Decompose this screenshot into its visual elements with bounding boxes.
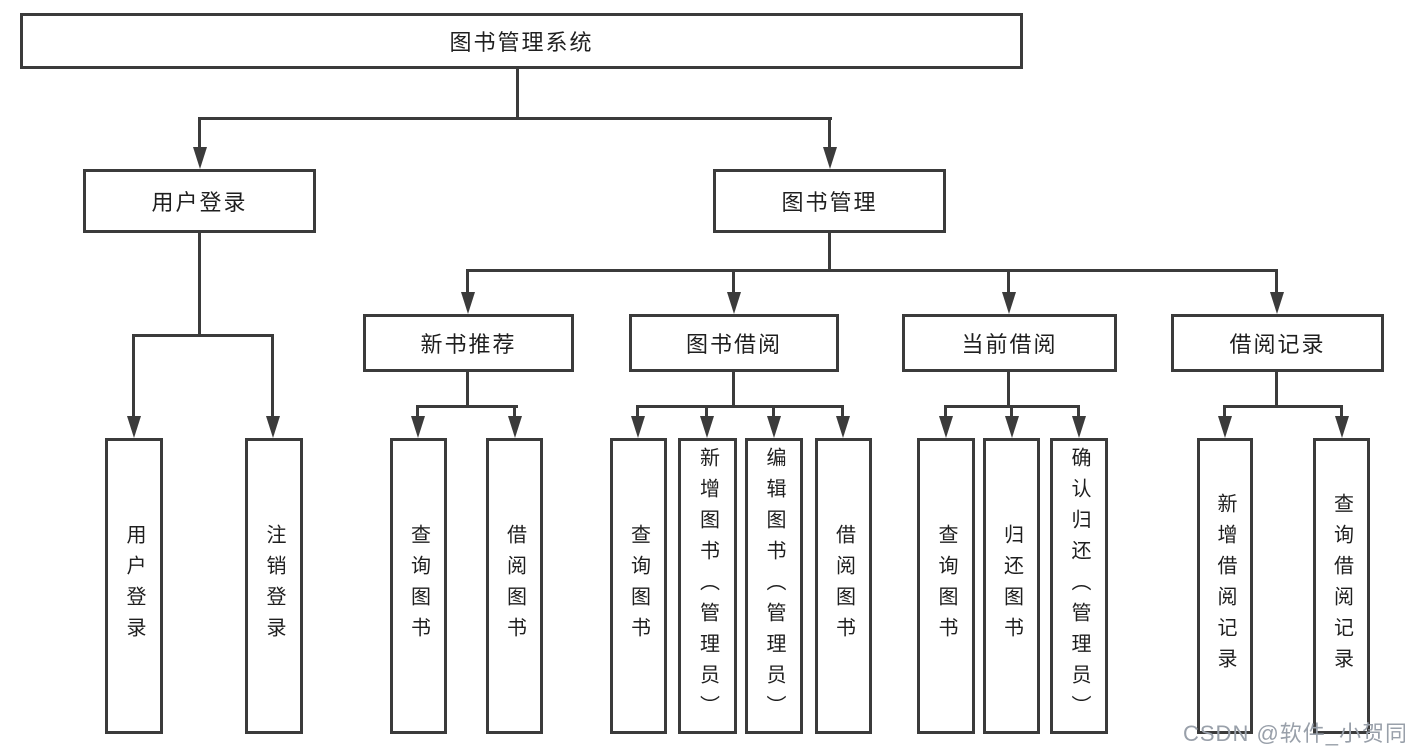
node-label: 用户登录 xyxy=(151,190,248,215)
arrow-down-icon xyxy=(127,416,141,438)
leaf-return-books: 归还图书 xyxy=(983,438,1040,734)
connector-hline xyxy=(466,269,1278,272)
node-library-management-system: 图书管理系统 xyxy=(20,13,1023,69)
connector-vline xyxy=(1340,405,1343,419)
connector-vline xyxy=(416,405,419,419)
arrow-down-icon xyxy=(1218,416,1232,438)
arrow-down-icon xyxy=(1005,416,1019,438)
connector-vline xyxy=(732,372,735,408)
leaf-add-books-admin: 新增图书（管理员） xyxy=(678,438,737,734)
arrow-down-icon xyxy=(461,292,475,314)
leaf-edit-books-admin: 编辑图书（管理员） xyxy=(745,438,803,734)
arrow-down-icon xyxy=(266,416,280,438)
connector-vline xyxy=(828,233,831,272)
connector-vline xyxy=(1223,405,1226,419)
leaf-label: 新增借阅记录 xyxy=(1214,493,1236,679)
arrow-down-icon xyxy=(700,416,714,438)
arrow-down-icon xyxy=(193,147,207,169)
leaf-label: 确认归还（管理员） xyxy=(1068,446,1090,726)
connector-vline xyxy=(513,405,516,419)
connector-vline xyxy=(1010,405,1013,419)
connector-vline xyxy=(271,334,274,418)
arrow-down-icon xyxy=(727,292,741,314)
leaf-label: 用户登录 xyxy=(123,524,145,648)
leaf-query-borrow-record: 查询借阅记录 xyxy=(1313,438,1370,734)
connector-vline xyxy=(1275,269,1278,296)
connector-vline xyxy=(944,405,947,419)
leaf-borrow-books: 借阅图书 xyxy=(486,438,543,734)
connector-vline xyxy=(1077,405,1080,419)
arrow-down-icon xyxy=(1002,292,1016,314)
connector-hline xyxy=(416,405,518,408)
leaf-label: 查询图书 xyxy=(627,524,650,648)
leaf-label: 查询借阅记录 xyxy=(1330,493,1353,679)
node-book-borrowing: 图书借阅 xyxy=(629,314,839,372)
connector-vline xyxy=(841,405,844,419)
arrow-down-icon xyxy=(836,416,850,438)
arrow-down-icon xyxy=(1270,292,1284,314)
leaf-label: 注销登录 xyxy=(263,524,285,648)
connector-vline xyxy=(828,117,831,151)
arrow-down-icon xyxy=(939,416,953,438)
csdn-watermark: CSDN @软件_小贺同学 xyxy=(1183,721,1405,746)
connector-hline xyxy=(636,405,844,408)
node-label: 当前借阅 xyxy=(961,332,1058,357)
leaf-query-books: 查询图书 xyxy=(390,438,447,734)
leaf-label: 新增图书（管理员） xyxy=(696,446,719,726)
leaf-label: 借阅图书 xyxy=(832,524,855,648)
leaf-logout: 注销登录 xyxy=(245,438,303,734)
leaf-borrow-books: 借阅图书 xyxy=(815,438,872,734)
node-label: 图书管理 xyxy=(781,190,878,215)
node-new-book-recommendation: 新书推荐 xyxy=(363,314,574,372)
arrow-down-icon xyxy=(1072,416,1086,438)
connector-vline xyxy=(466,372,469,408)
leaf-user-login: 用户登录 xyxy=(105,438,163,734)
connector-vline xyxy=(466,269,469,296)
connector-vline xyxy=(1275,372,1278,408)
arrow-down-icon xyxy=(508,416,522,438)
node-user-login: 用户登录 xyxy=(83,169,316,233)
arrow-down-icon xyxy=(411,416,425,438)
leaf-label: 归还图书 xyxy=(1000,524,1023,648)
connector-vline xyxy=(516,69,519,119)
connector-vline xyxy=(132,334,135,418)
node-borrowing-records: 借阅记录 xyxy=(1171,314,1384,372)
connector-vline xyxy=(198,117,201,151)
connector-vline xyxy=(198,233,201,337)
leaf-label: 借阅图书 xyxy=(503,524,526,648)
node-current-borrowing: 当前借阅 xyxy=(902,314,1117,372)
connector-hline xyxy=(1223,405,1343,408)
leaf-label: 查询图书 xyxy=(407,524,430,648)
connector-vline xyxy=(772,405,775,419)
connector-vline xyxy=(636,405,639,419)
connector-vline xyxy=(732,269,735,296)
arrow-down-icon xyxy=(823,147,837,169)
node-label: 新书推荐 xyxy=(420,332,517,357)
node-label: 图书借阅 xyxy=(685,332,782,357)
arrow-down-icon xyxy=(767,416,781,438)
connector-vline xyxy=(705,405,708,419)
connector-hline xyxy=(132,334,274,337)
leaf-label: 编辑图书（管理员） xyxy=(763,446,785,726)
leaf-query-books: 查询图书 xyxy=(917,438,975,734)
leaf-add-borrow-record: 新增借阅记录 xyxy=(1197,438,1253,734)
leaf-label: 查询图书 xyxy=(935,524,957,648)
node-label: 图书管理系统 xyxy=(449,30,594,55)
connector-hline xyxy=(198,117,832,120)
connector-vline xyxy=(1007,269,1010,296)
leaf-confirm-return-admin: 确认归还（管理员） xyxy=(1050,438,1108,734)
node-book-management: 图书管理 xyxy=(713,169,946,233)
connector-vline xyxy=(1007,372,1010,408)
leaf-query-books: 查询图书 xyxy=(610,438,667,734)
arrow-down-icon xyxy=(631,416,645,438)
arrow-down-icon xyxy=(1335,416,1349,438)
node-label: 借阅记录 xyxy=(1229,332,1326,357)
